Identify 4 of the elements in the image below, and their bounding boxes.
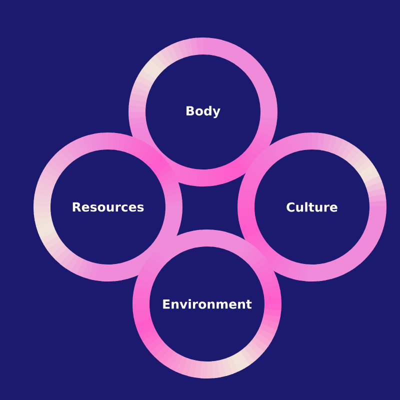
ring: Body <box>128 38 278 186</box>
ring: Culture <box>238 132 386 282</box>
ring: Resources <box>34 132 182 282</box>
ring: Environment <box>132 230 282 378</box>
